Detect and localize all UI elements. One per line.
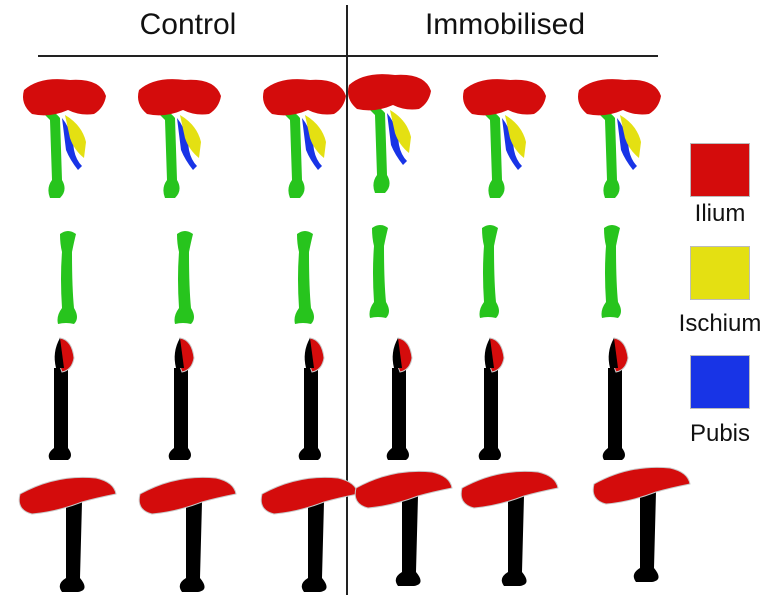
header-immobilised: Immobilised [424,8,586,41]
legend-swatch-ilium [690,143,750,197]
legend-swatch-ischium [690,246,750,300]
header-divider [38,55,658,57]
legend-label-ischium: Ischium [678,310,762,337]
row-pelvis-3d [23,74,661,198]
row-section-a [48,337,629,461]
legend-swatch-pubis [690,355,750,409]
legend-label-pubis: Pubis [689,420,751,447]
header-control: Control [139,8,237,41]
legend-label-ilium: Ilium [694,200,746,227]
row-femur-3d [57,225,621,324]
group-divider [346,5,348,595]
row-section-b [18,466,691,593]
